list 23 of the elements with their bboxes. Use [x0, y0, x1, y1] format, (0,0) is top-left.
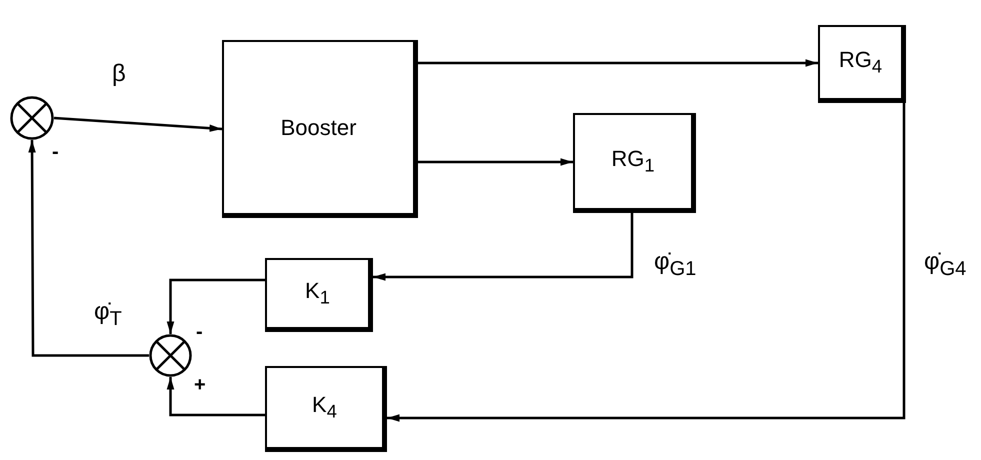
block-label: RG$_{4}$ — [838, 47, 882, 78]
signal-arrow — [387, 103, 906, 422]
block-box — [265, 258, 373, 332]
block-label: Booster — [280, 114, 356, 140]
block-box — [573, 113, 696, 213]
sign-label: + — [194, 375, 206, 395]
block-label: K$_{1}$ — [305, 278, 330, 309]
sign-label: - — [196, 322, 203, 342]
signal-arrow — [373, 213, 634, 281]
signal-arrow — [28, 140, 149, 357]
signal-arrow — [166, 377, 265, 416]
summing-junction — [10, 96, 54, 140]
block-box — [265, 366, 387, 452]
signal-arrow — [54, 116, 222, 132]
block-box — [818, 25, 906, 103]
block-label: RG$_{1}$ — [611, 146, 655, 177]
block-box — [222, 40, 418, 218]
sign-label: - — [52, 142, 59, 162]
signal-arrow — [418, 158, 573, 166]
block-label: K$_{4}$ — [312, 392, 337, 423]
signal-arrow — [418, 59, 818, 67]
signal-arrow — [166, 278, 265, 334]
summing-junction — [149, 334, 192, 377]
